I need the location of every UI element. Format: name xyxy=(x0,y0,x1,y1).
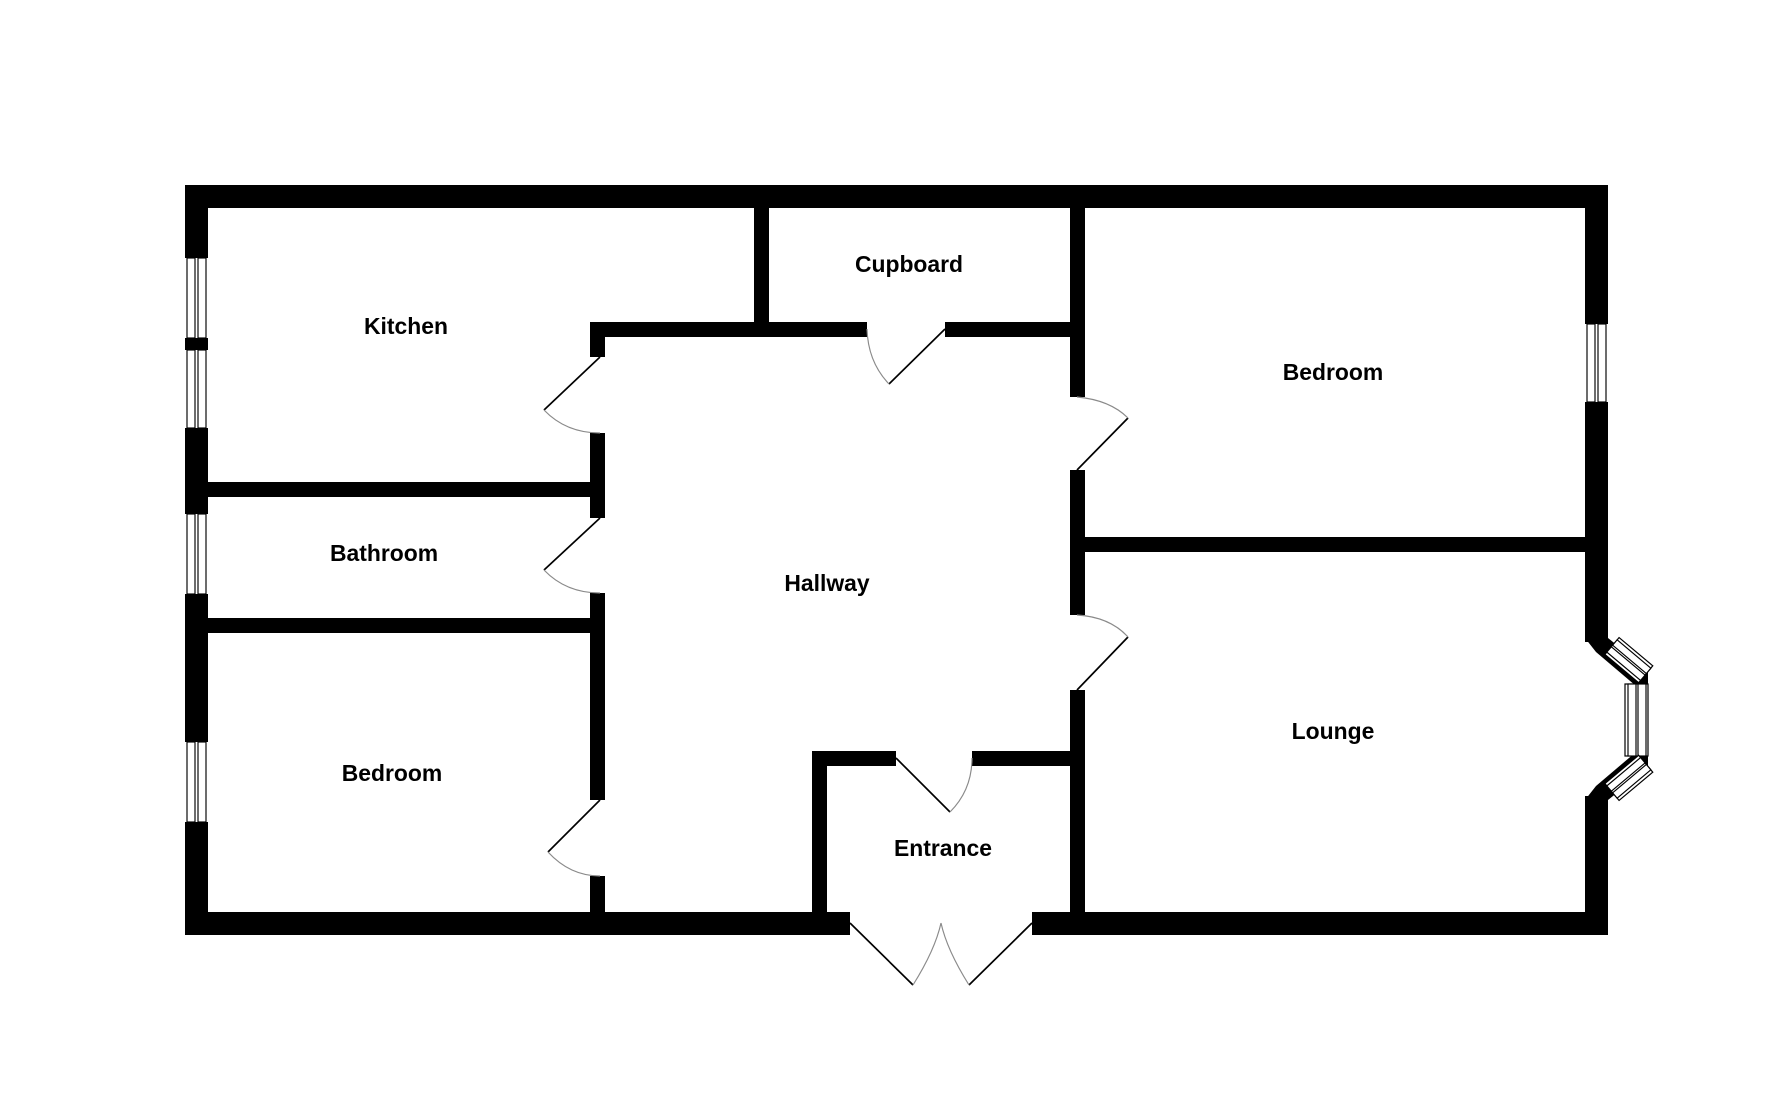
label-hallway: Hallway xyxy=(784,570,870,596)
door-bathroom[interactable] xyxy=(543,517,601,594)
wall-kitchen-bathroom xyxy=(185,482,605,497)
wall-entrance-left xyxy=(812,751,827,921)
label-cupboard: Cupboard xyxy=(855,251,963,277)
window-bay-lower xyxy=(1604,754,1654,802)
wall-bedroom-lounge xyxy=(1070,537,1595,552)
label-bathroom: Bathroom xyxy=(330,540,438,566)
window-kitchen-2 xyxy=(185,349,208,429)
wall-hall-right-2 xyxy=(1070,690,1085,920)
window-bedroom-left xyxy=(185,741,208,823)
wall-hall-left-2 xyxy=(590,433,605,518)
door-front-double[interactable] xyxy=(849,922,1033,986)
door-lounge[interactable] xyxy=(1076,614,1129,691)
windows xyxy=(185,257,1654,823)
wall-hallway-top-left xyxy=(590,322,867,337)
interior-walls xyxy=(185,185,1595,921)
exterior-wall-top xyxy=(185,185,1608,208)
wall-hall-left-3 xyxy=(590,593,605,800)
doors xyxy=(543,328,1129,986)
door-bedroom-left[interactable] xyxy=(547,799,601,877)
wall-hall-left-4 xyxy=(590,876,605,916)
exterior-wall-right-lower xyxy=(1585,796,1608,935)
label-lounge: Lounge xyxy=(1292,718,1375,744)
label-bedroom-left: Bedroom xyxy=(342,760,442,786)
window-bay-upper xyxy=(1604,636,1654,684)
wall-cupboard-bedroom xyxy=(1070,185,1085,397)
wall-entrance-top-left xyxy=(812,751,896,766)
room-labels: Kitchen Cupboard Bedroom Bathroom Hallwa… xyxy=(330,251,1383,861)
label-entrance: Entrance xyxy=(894,835,992,861)
wall-hallway-top-right xyxy=(945,322,1077,337)
exterior-wall-right-upper xyxy=(1585,185,1608,642)
label-kitchen: Kitchen xyxy=(364,313,448,339)
door-bedroom-right[interactable] xyxy=(1076,396,1129,471)
door-cupboard[interactable] xyxy=(866,328,946,385)
window-bedroom-right xyxy=(1585,323,1608,403)
exterior-wall-bottom-right xyxy=(1032,912,1608,935)
wall-kitchen-cupboard xyxy=(754,185,769,322)
window-kitchen-1 xyxy=(185,257,208,339)
wall-hall-left-1 xyxy=(590,322,605,357)
wall-bathroom-bedroom xyxy=(185,618,605,633)
door-kitchen[interactable] xyxy=(543,356,601,434)
window-bay-front xyxy=(1624,683,1649,757)
exterior-wall-bottom-left xyxy=(185,912,850,935)
door-entrance-inner[interactable] xyxy=(895,757,973,813)
wall-entrance-top-right xyxy=(972,751,1082,766)
label-bedroom-right: Bedroom xyxy=(1283,359,1383,385)
window-bathroom xyxy=(185,513,208,595)
